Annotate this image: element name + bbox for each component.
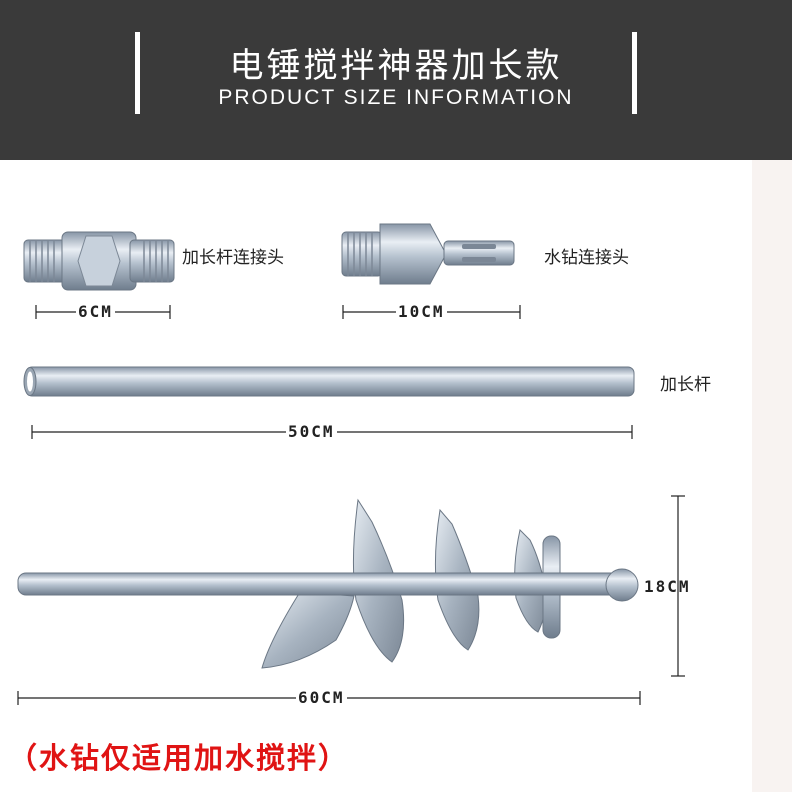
page-subtitle: PRODUCT SIZE INFORMATION	[218, 86, 574, 109]
header-left-divider	[135, 32, 140, 114]
extension-connector-size: 6CM	[76, 302, 115, 321]
page-title: 电锤搅拌神器加长款	[229, 46, 563, 86]
auger-diameter-size: 18CM	[644, 577, 691, 596]
extension-rod-size: 50CM	[286, 422, 337, 441]
drill-connector-size: 10CM	[396, 302, 447, 321]
drill-connector-image	[341, 223, 515, 285]
extension-connector-label: 加长杆连接头	[182, 248, 284, 268]
auger-length-size: 60CM	[296, 688, 347, 707]
mixer-auger-image	[17, 498, 639, 669]
usage-note: （水钻仅适用加水搅拌）	[8, 741, 350, 775]
extension-connector-image	[23, 231, 175, 291]
right-edge-strip	[752, 160, 792, 792]
drill-connector-label: 水钻连接头	[544, 248, 629, 268]
header-banner: 电锤搅拌神器加长款 PRODUCT SIZE INFORMATION	[0, 0, 792, 160]
extension-rod-label: 加长杆	[660, 375, 711, 395]
header-right-divider	[632, 32, 637, 114]
extension-rod-image	[23, 366, 635, 397]
